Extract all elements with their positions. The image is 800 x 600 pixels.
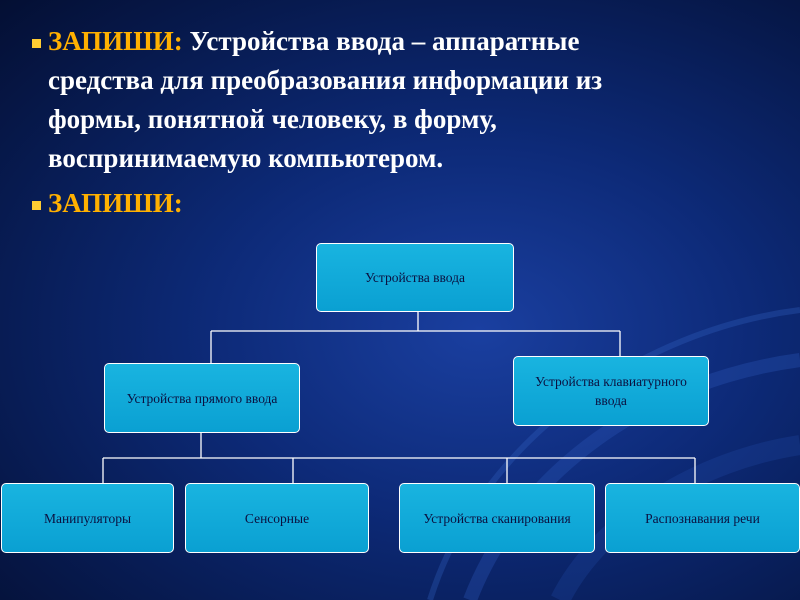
node-scanning-devices: Устройства сканирования xyxy=(399,483,595,553)
square-bullet-icon xyxy=(32,201,41,210)
node-direct-input-devices: Устройства прямого ввода xyxy=(104,363,300,433)
definition-lead: ЗАПИШИ: xyxy=(48,26,183,56)
definition-text: Устройства ввода – аппаратные средства д… xyxy=(48,26,603,173)
instruction-paragraph: ЗАПИШИ: xyxy=(28,184,668,223)
node-manipulators: Манипуляторы xyxy=(1,483,174,553)
definition-paragraph: ЗАПИШИ: Устройства ввода – аппаратные ср… xyxy=(28,22,668,178)
slide-text: ЗАПИШИ: Устройства ввода – аппаратные ср… xyxy=(28,22,668,223)
instruction-lead: ЗАПИШИ: xyxy=(48,188,183,218)
node-speech-recognition: Распознавания речи xyxy=(605,483,800,553)
node-input-devices: Устройства ввода xyxy=(316,243,514,312)
node-keyboard-input-devices: Устройства клавиатурного ввода xyxy=(513,356,709,426)
node-sensor: Сенсорные xyxy=(185,483,369,553)
square-bullet-icon xyxy=(32,39,41,48)
